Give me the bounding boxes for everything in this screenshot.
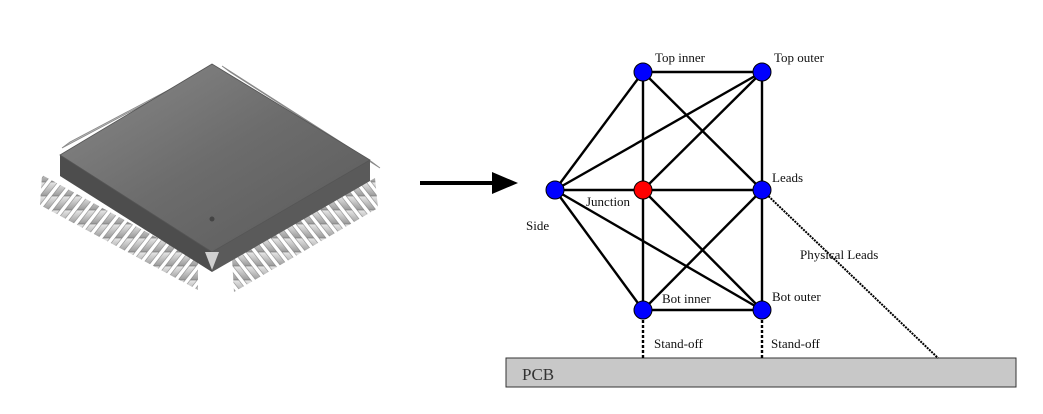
node-top-inner <box>633 62 653 82</box>
pcb-board <box>505 357 1017 388</box>
front-left-lead-row <box>40 175 198 290</box>
edge-leads-bot-inner <box>642 189 763 311</box>
package-corner-chamfer <box>205 252 219 270</box>
node-label-top-inner: Top inner <box>655 50 706 65</box>
node-bot-inner <box>633 300 653 320</box>
edge-top-outer-side <box>554 70 763 192</box>
node-label-bot-outer: Bot outer <box>772 289 821 304</box>
node-label-side: Side <box>526 218 549 233</box>
node-top-outer <box>752 62 772 82</box>
edge-top-outer-junction <box>642 71 763 191</box>
edge-side-bot-outer <box>554 188 763 312</box>
package-right-side <box>212 160 370 272</box>
package-left-side <box>60 155 212 272</box>
right-arrow-icon <box>420 172 518 194</box>
network-edges <box>554 70 764 312</box>
node-label-leads: Leads <box>772 170 803 185</box>
edge-side-bot-inner <box>554 189 644 311</box>
standoff-inner-label: Stand-off <box>654 336 704 351</box>
network-nodes <box>545 62 772 320</box>
node-bot-outer <box>752 300 772 320</box>
front-right-lead-row <box>232 178 378 292</box>
pin-one-marker <box>209 216 215 222</box>
qfp-chip-package-icon <box>40 63 381 292</box>
physical-leads-line <box>761 189 939 359</box>
physical-leads-label: Physical Leads <box>800 247 878 262</box>
node-label-bot-inner: Bot inner <box>662 291 711 306</box>
edge-top-inner-side <box>554 71 644 191</box>
node-label-junction: Junction <box>586 194 631 209</box>
node-label-top-outer: Top outer <box>774 50 825 65</box>
node-junction <box>633 180 653 200</box>
standoff-outer-label: Stand-off <box>771 336 821 351</box>
node-side <box>545 180 565 200</box>
package-top-face <box>59 63 371 253</box>
node-leads <box>752 180 772 200</box>
pcb-label: PCB <box>522 365 554 384</box>
